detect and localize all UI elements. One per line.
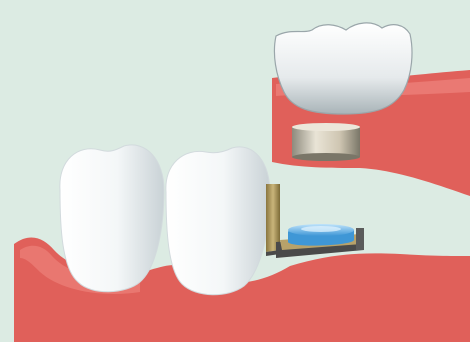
replacement-crown-icon [274,23,412,114]
retention-matrix-icon [288,224,354,246]
abutment-cylinder-icon [292,123,360,161]
natural-tooth-icon [60,145,164,292]
natural-tooth-icon [166,147,270,295]
